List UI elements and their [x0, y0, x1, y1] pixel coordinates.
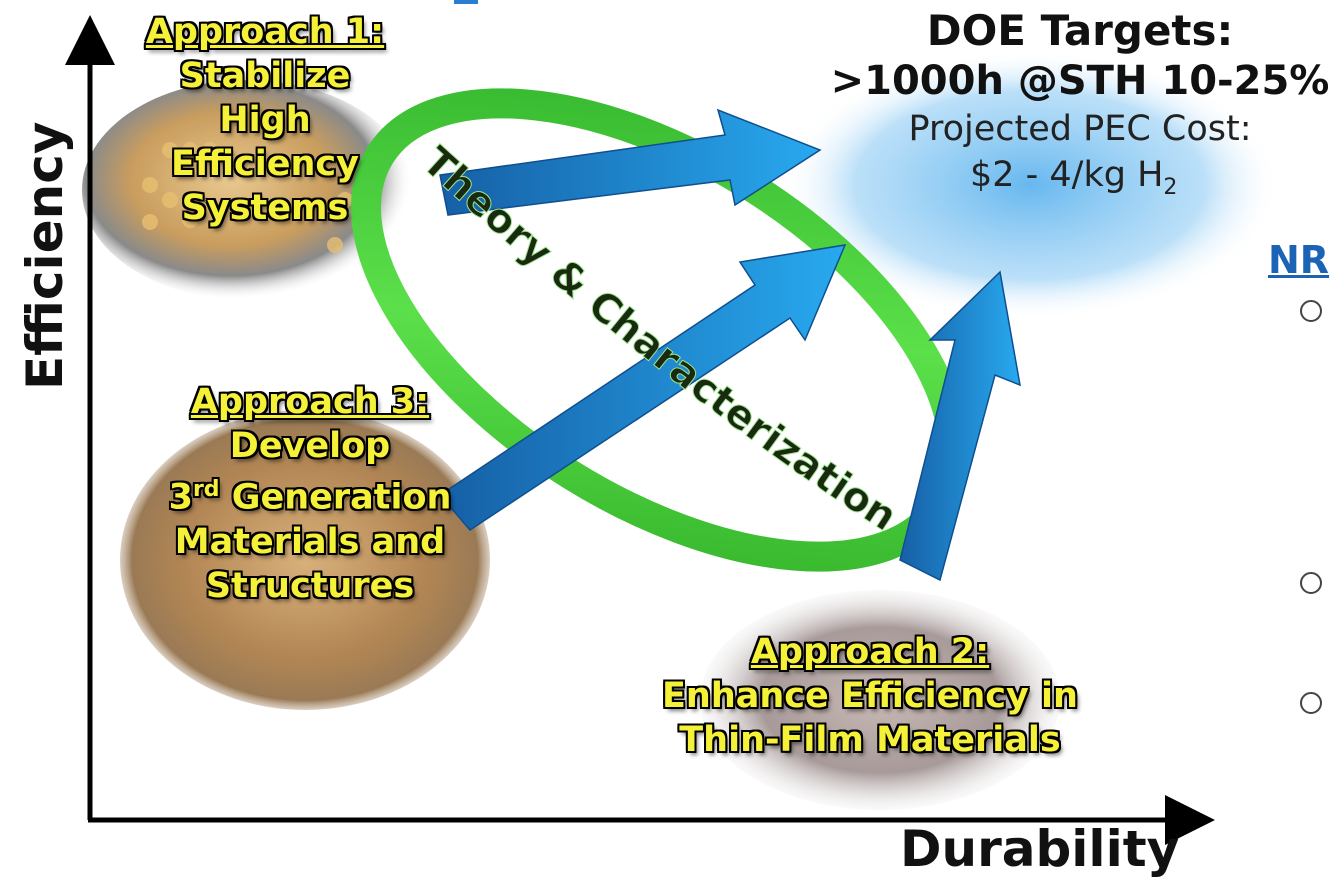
approach1-line: Stabilize	[179, 56, 351, 96]
doe-cost-label: Projected PEC Cost:	[908, 109, 1252, 149]
top-fragment-mark	[454, 0, 478, 4]
approach1-line: High	[219, 100, 311, 140]
doe-target: >1000h @STH 10-25%	[830, 58, 1330, 104]
approach3-line: Materials and	[174, 521, 446, 562]
approach2-heading: Approach 2:	[750, 632, 990, 672]
doe-cost-value: $2 - 4/kg H2	[900, 152, 1334, 211]
y-axis-label: Efficiency	[16, 121, 74, 390]
approach2-label: Approach 2: Enhance Efficiency in Thin-F…	[600, 630, 1140, 762]
approach3-line: Develop	[229, 426, 391, 466]
approach2-material-image	[700, 590, 1060, 810]
approach1-heading: Approach 1:	[145, 12, 385, 52]
superscript: rd	[192, 477, 220, 502]
approach1-line: Efficiency	[171, 144, 359, 184]
approach1-line: Systems	[181, 188, 349, 228]
doe-cost-subscript: 2	[1163, 175, 1178, 200]
doe-targets: DOE Targets: >1000h @STH 10-25% Projecte…	[820, 6, 1334, 211]
arrow-approach1	[439, 108, 822, 216]
approach3-material-image	[120, 410, 490, 710]
approach3-heading: Approach 3:	[190, 382, 430, 422]
doe-title: DOE Targets:	[926, 6, 1234, 55]
approach3-line: 3rd Generation	[168, 477, 452, 518]
x-axis-label: Durability	[900, 820, 1180, 878]
bullet-marker	[1300, 692, 1322, 714]
doe-cost-text: $2 - 4/kg H	[970, 155, 1164, 195]
doe-cloud	[780, 50, 1280, 320]
approach1-label: Approach 1: Stabilize High Efficiency Sy…	[110, 10, 420, 230]
arrow-approach3	[438, 244, 847, 531]
side-heading: NR	[1268, 238, 1330, 282]
bullet-marker	[1300, 300, 1322, 322]
arrows	[438, 108, 1021, 582]
arrow-approach2	[899, 270, 1021, 582]
approach2-line: Enhance Efficiency in	[662, 676, 1078, 716]
bullet-marker	[1300, 572, 1322, 594]
approach3-line: Structures	[205, 565, 415, 606]
approach2-line: Thin-Film Materials	[679, 720, 1061, 760]
approach3-label: Approach 3: Develop 3rd Generation Mater…	[120, 380, 500, 608]
